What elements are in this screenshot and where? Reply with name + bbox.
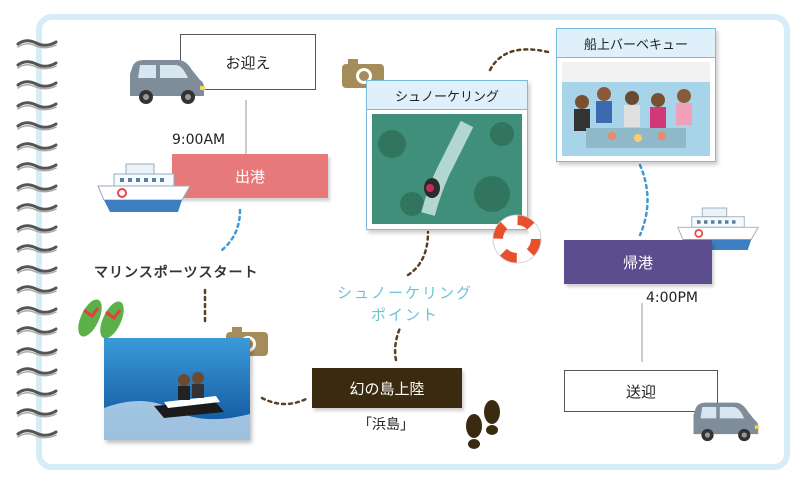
spiral-ring: [16, 121, 58, 131]
connector-snorkel-bbq: [488, 48, 550, 72]
spiral-ring: [16, 80, 58, 90]
spiral-ring: [16, 367, 58, 377]
departure-box: 出港: [172, 154, 328, 198]
island-landing-box: 幻の島上陸: [312, 368, 462, 408]
spiral-ring: [16, 387, 58, 397]
spiral-ring: [16, 326, 58, 336]
connector-photo-island: [260, 396, 310, 406]
connector-point-snorkel: [406, 230, 430, 277]
snorkeling-point-caption: シュノーケリング ポイント: [330, 282, 480, 326]
bbq-photo-title: 船上バーベキュー: [557, 29, 715, 58]
ship-icon: [97, 163, 191, 212]
spiral-ring: [16, 285, 58, 295]
spiral-ring: [16, 305, 58, 315]
dropoff-label: 送迎: [625, 382, 656, 401]
life-ring-icon: [492, 214, 542, 264]
island-name: 「浜島」: [358, 417, 414, 433]
bbq-photo: [562, 62, 710, 156]
van-icon: [130, 60, 205, 104]
snorkeling-point-line2: ポイント: [370, 306, 439, 324]
spiral-ring: [16, 346, 58, 356]
pickup-box: お迎え: [180, 34, 316, 90]
spiral-ring: [16, 39, 58, 49]
spiral-ring: [16, 203, 58, 213]
snorkeling-photo: [372, 114, 522, 224]
connector-island-point: [393, 326, 402, 362]
snorkeling-photo-card: シュノーケリング: [366, 80, 528, 230]
marine-start-caption: マリンスポーツスタート: [94, 265, 259, 281]
footprints-icon: [466, 400, 500, 449]
jetski-photo: [104, 338, 250, 440]
van-icon: [693, 402, 760, 442]
spiral-ring: [16, 223, 58, 233]
dropoff-box: 送迎: [564, 370, 718, 412]
spiral-ring: [16, 428, 58, 438]
spiral-ring: [16, 141, 58, 151]
spiral-ring: [16, 162, 58, 172]
snorkeling-photo-title: シュノーケリング: [367, 81, 527, 110]
spiral-ring: [16, 100, 58, 110]
connector-departure-marine: [220, 208, 242, 252]
return-label: 帰港: [622, 253, 653, 272]
return-box: 帰港: [564, 240, 712, 284]
sandals-icon: [78, 299, 124, 339]
island-landing-label: 幻の島上陸: [349, 379, 425, 398]
spiral-ring: [16, 59, 58, 69]
return-time: 4:00PM: [646, 290, 698, 306]
departure-time: 9:00AM: [172, 132, 226, 148]
spiral-ring: [16, 408, 58, 418]
connector-bbq-return: [638, 163, 649, 237]
spiral-ring: [16, 182, 58, 192]
bbq-photo-card: 船上バーベキュー: [556, 28, 716, 162]
spiral-ring: [16, 244, 58, 254]
departure-label: 出港: [234, 167, 265, 186]
snorkeling-point-line1: シュノーケリング: [336, 284, 473, 302]
pickup-label: お迎え: [225, 53, 271, 72]
spiral-ring: [16, 264, 58, 274]
